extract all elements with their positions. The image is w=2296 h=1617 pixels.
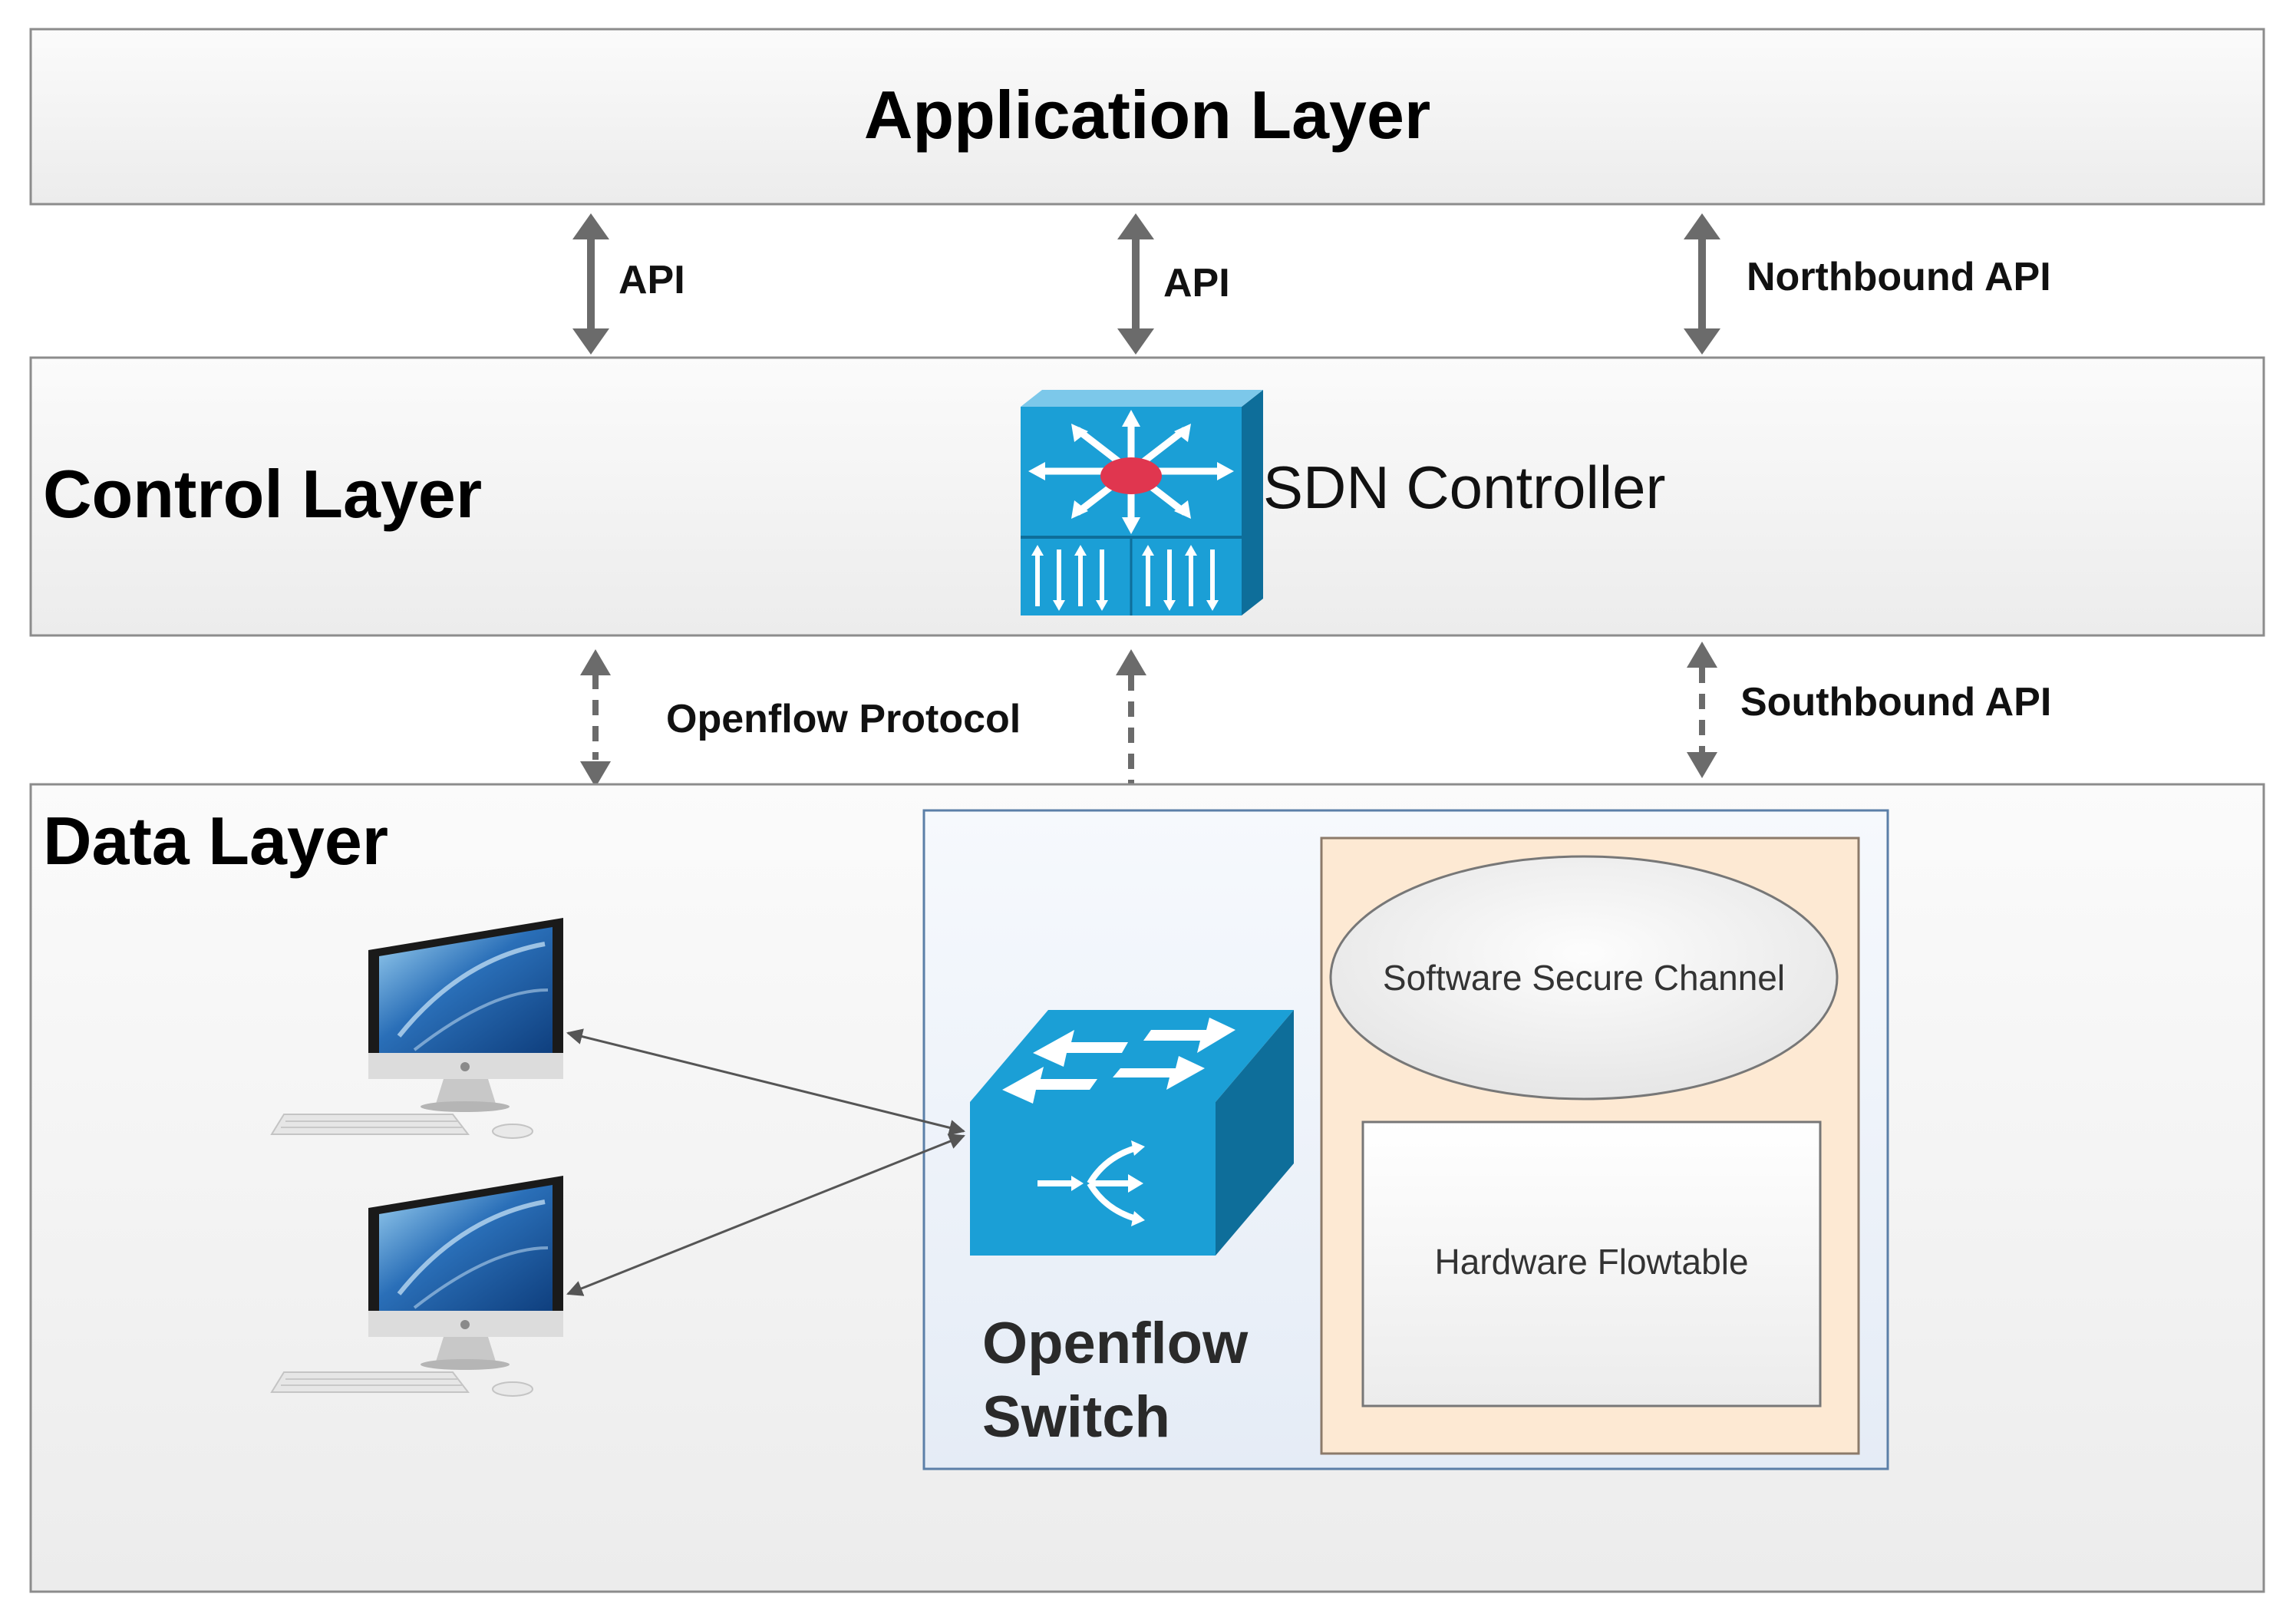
control-layer: Control Layer — [29, 356, 2265, 637]
hardware-flowtable: Hardware Flowtable — [1361, 1120, 1822, 1407]
southbound-arrows: Openflow Protocol Southbound API — [580, 642, 2051, 1002]
application-layer-title: Application Layer — [864, 77, 1430, 153]
link-host-1 — [566, 1028, 966, 1136]
sdn-controller-label: SDN Controller — [1263, 454, 1665, 521]
software-secure-channel: Software Secure Channel — [1329, 855, 1839, 1101]
northbound-arrows: API API Northbound API — [572, 213, 2051, 355]
host-computer-2 — [270, 1176, 563, 1397]
sdn-controller-icon — [1021, 390, 1263, 615]
application-layer: Application Layer — [29, 28, 2265, 206]
host-switch-links — [566, 1028, 966, 1296]
openflow-switch-icon — [970, 1010, 1294, 1256]
openflow-protocol-label: Openflow Protocol — [666, 697, 1021, 741]
data-layer: Data Layer Software Secure Channel Hardw… — [29, 783, 2265, 1593]
software-secure-channel-label: Software Secure Channel — [1383, 958, 1785, 998]
control-layer-title: Control Layer — [43, 456, 482, 532]
switch-port-glyph — [1037, 1145, 1137, 1222]
api-left-label: API — [619, 258, 685, 302]
openflow-protocol-arrow — [580, 649, 611, 787]
link-host-2 — [566, 1134, 965, 1296]
openflow-switch-label-line1: Openflow — [982, 1311, 1249, 1376]
api-center-arrow — [1117, 213, 1154, 355]
application-layer-box — [29, 28, 2265, 206]
northbound-api-arrow — [1684, 213, 1720, 355]
controller-port-arrows — [1035, 549, 1215, 606]
api-left-arrow — [572, 213, 609, 355]
controller-core-dot — [1100, 457, 1162, 494]
data-layer-title: Data Layer — [43, 803, 388, 879]
openflow-switch-panel: Software Secure Channel Hardware Flowtab… — [922, 809, 1889, 1470]
host-computer-1 — [270, 918, 563, 1139]
api-center-label: API — [1163, 261, 1230, 305]
southbound-api-label: Southbound API — [1740, 680, 2051, 724]
northbound-api-label: Northbound API — [1747, 255, 2051, 299]
openflow-switch-label-line2: Switch — [982, 1384, 1170, 1450]
southbound-api-arrow — [1687, 642, 1717, 778]
hardware-flowtable-label: Hardware Flowtable — [1434, 1242, 1748, 1282]
